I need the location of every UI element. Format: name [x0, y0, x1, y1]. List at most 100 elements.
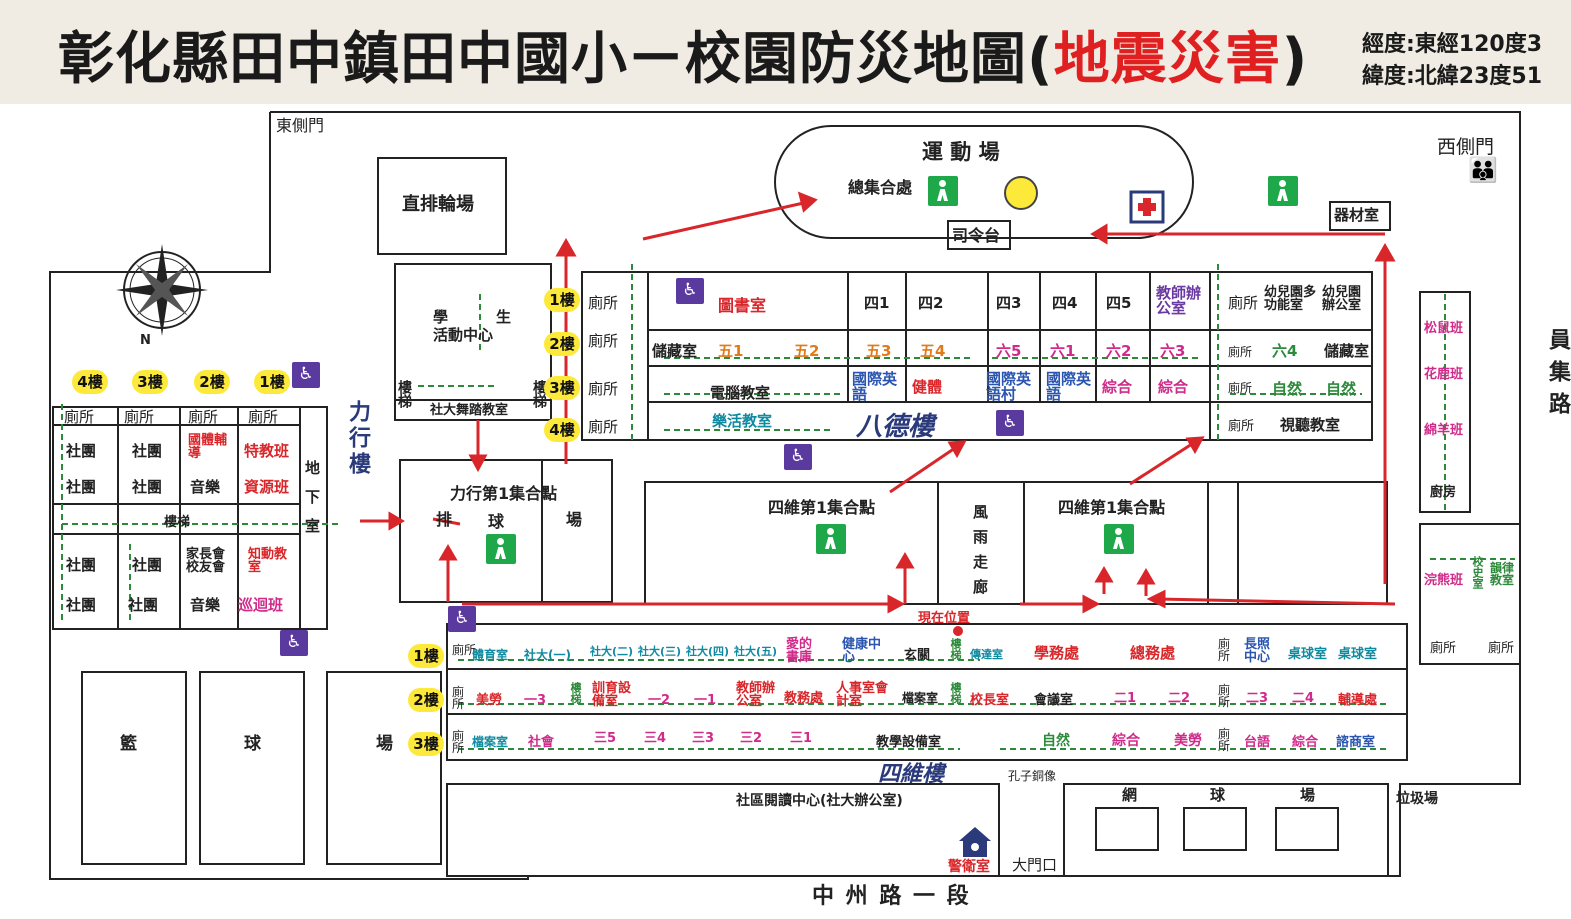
- siwei-outline: [446, 623, 1408, 761]
- accessible-toilet-icon: [784, 444, 812, 470]
- siwei-room: 教務處: [784, 691, 824, 706]
- bade-east: 視聽教室: [1280, 416, 1341, 434]
- muster-point-icon: [486, 534, 516, 564]
- first-aid-icon: [1129, 190, 1165, 224]
- latitude-label: 緯度:北緯23度51: [1362, 64, 1543, 89]
- siwei-room: 諮商室: [1336, 735, 1376, 750]
- volleyball-court: [399, 459, 613, 603]
- main-gate: 大門口: [1012, 856, 1058, 874]
- tennis-2: 球: [1210, 786, 1226, 804]
- siwei-room: 三2: [740, 731, 763, 746]
- bade-building-label: 八德樓: [856, 412, 935, 442]
- current-position-label: 現在位置: [918, 611, 971, 626]
- siwei-room: 二3: [1246, 691, 1269, 706]
- stadium-outline: [774, 125, 1194, 239]
- siwei-room: 美勞: [476, 693, 503, 708]
- bade-room: 四3: [996, 294, 1022, 312]
- bade-room: 四1: [864, 294, 890, 312]
- bade-room: 四4: [1052, 294, 1078, 312]
- muster-point-icon: [928, 176, 958, 206]
- equipment-box: [1329, 201, 1391, 231]
- lixing-room: 特教班: [244, 442, 290, 460]
- basketball-court-2: [199, 671, 305, 865]
- bade-east: 儲藏室: [1324, 342, 1370, 360]
- bade-room: 國際英語: [852, 370, 898, 403]
- siwei-room: 三1: [790, 731, 813, 746]
- siwei-room: 樓梯: [569, 682, 582, 704]
- east-road-label: 員集路: [1545, 328, 1570, 424]
- activity-center-1: 學: [433, 308, 449, 326]
- bade-east: 幼兒園多功能室: [1264, 285, 1317, 313]
- bade-room: 四5: [1106, 294, 1132, 312]
- corridor-label: 風雨走廊: [971, 504, 989, 604]
- family-icon: 👪: [1468, 156, 1498, 184]
- bade-room: 五1: [718, 342, 744, 360]
- bade-room: 樂活教室: [712, 412, 773, 430]
- siwei-room: 廁所: [1218, 637, 1231, 663]
- bade-east: 六4: [1272, 342, 1298, 360]
- floor-badge: 1樓: [254, 370, 290, 394]
- siwei-room: 桌球室: [1338, 647, 1378, 662]
- main-muster-label: 總集合處: [848, 178, 913, 197]
- siwei-muster-2-label: 四維第1集合點: [1058, 498, 1166, 517]
- stairs-label-east: 樓梯: [531, 380, 547, 408]
- siwei-room: 樓梯: [949, 682, 962, 704]
- siwei-room: 台語: [1244, 735, 1271, 750]
- siwei-room: 輔導處: [1338, 693, 1378, 708]
- floor-badge: 1樓: [544, 288, 580, 312]
- lixing-room: 社團: [66, 556, 97, 574]
- bade-toilet: 廁所: [588, 294, 619, 312]
- lixing-room: 知動教室: [248, 547, 288, 575]
- rollerskate-label: 直排輪場: [402, 194, 474, 215]
- longitude-label: 經度:東經120度3: [1362, 32, 1543, 57]
- siwei-room: 教學設備室: [876, 735, 942, 750]
- accessible-toilet-icon: [676, 278, 704, 304]
- muster-point-icon: [1104, 524, 1134, 554]
- map-title: 彰化縣田中鎮田中國小ㄧ校園防災地圖(地震災害): [58, 27, 1309, 92]
- lixing-stairs: 樓梯: [164, 515, 191, 530]
- lixing-room: 國體輔導: [188, 433, 228, 461]
- west-gate: 西側門: [1437, 136, 1495, 158]
- bade-room: 四2: [918, 294, 944, 312]
- siwei-room: 廁所: [1218, 683, 1231, 709]
- siwei-room: 社會: [528, 735, 555, 750]
- evacuation-routes: [61, 264, 1515, 750]
- siwei-room: 樓梯: [949, 638, 962, 660]
- siwei-room: 社大(三): [638, 645, 682, 658]
- siwei-room: 廁所: [452, 643, 477, 657]
- siwei-room: 校長室: [970, 693, 1010, 708]
- bade-room: 五3: [866, 342, 892, 360]
- bade-east: 自然: [1326, 380, 1357, 398]
- bade-east: 廁所: [1228, 294, 1259, 312]
- basketball-2: 球: [244, 734, 261, 754]
- bade-room: 電腦教室: [710, 384, 771, 402]
- siwei-room: 玄關: [904, 648, 931, 663]
- lixing-outline: [52, 406, 328, 630]
- history-room-box: [1419, 523, 1521, 665]
- compass-rose: [116, 244, 208, 336]
- kindergarten-room: 松鼠班: [1424, 321, 1464, 336]
- muster-point-icon-west: [1268, 176, 1298, 206]
- lixing-toilet: 廁所: [248, 408, 279, 426]
- siwei-room: 三4: [644, 731, 667, 746]
- lixing-toilet: 廁所: [124, 408, 155, 426]
- confucius-label: 孔子銅像: [1008, 769, 1057, 783]
- floor-badge: 4樓: [544, 418, 580, 442]
- siwei-room: 廁所: [452, 729, 465, 755]
- basketball-court-3: [326, 671, 442, 865]
- storage-label: 儲藏室: [652, 342, 698, 360]
- siwei-room: 檔案室: [472, 735, 509, 749]
- siwei-room: 美勞: [1174, 733, 1202, 749]
- stage-box: [947, 220, 1011, 250]
- siwei-room: 桌球室: [1288, 647, 1328, 662]
- campus-map: N 東側門 西側門 大門口 運 動 場 總集合處 司令台 直排輪場 器材室 👪 …: [0, 104, 1571, 919]
- bade-toilet: 廁所: [588, 380, 619, 398]
- siwei-room: 檔案室: [902, 691, 939, 705]
- tennis-box: [1063, 783, 1389, 877]
- volleyball-1: 排: [436, 510, 453, 529]
- bade-east: 廁所: [1228, 345, 1253, 359]
- north-label: N: [140, 333, 151, 348]
- kindergarten-room: 韻律教室: [1490, 561, 1515, 587]
- east-gate: 東側門: [276, 116, 325, 135]
- kindergarten-room: 廚房: [1430, 485, 1457, 500]
